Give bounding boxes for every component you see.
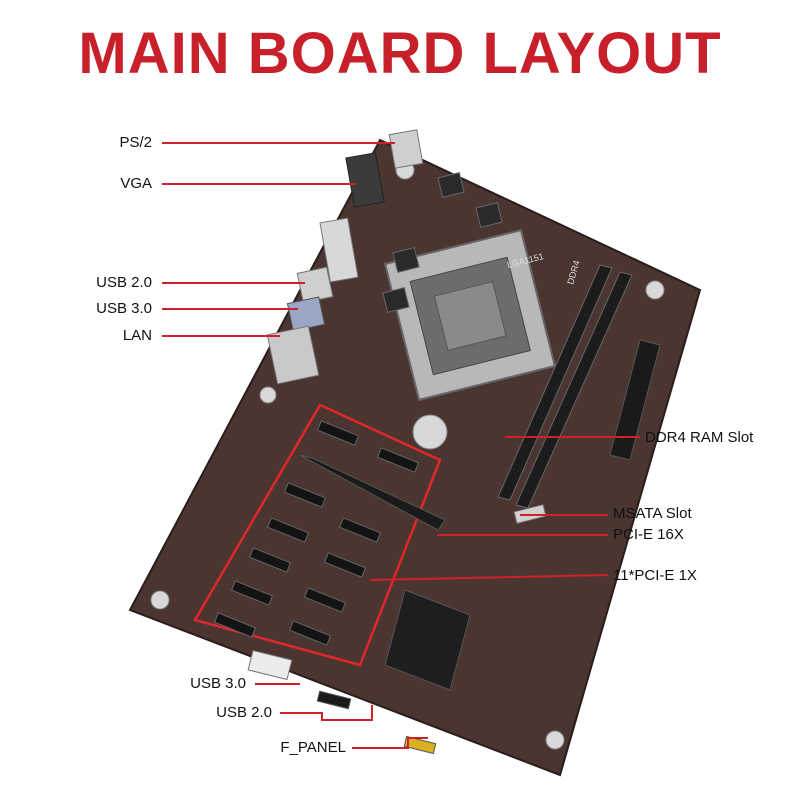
vga-port [345, 152, 385, 208]
f-panel-header [403, 735, 437, 755]
lan-port [266, 325, 320, 385]
diagram-title: MAIN BOARD LAYOUT [78, 21, 722, 86]
label-ddr4: DDR4 RAM Slot [645, 429, 754, 446]
mounting-hole [259, 386, 277, 404]
pcie-1x-slot [316, 420, 360, 446]
pcie-16x-slot [299, 454, 446, 531]
label-usb20-header: USB 2.0 [216, 704, 272, 721]
vrm-choke [437, 172, 465, 198]
motherboard-pcb [128, 138, 702, 777]
callout-line-pcie1 [369, 574, 609, 581]
usb30-rear-port [286, 296, 326, 332]
atx-power-connector [609, 339, 661, 461]
cpu-socket-center [433, 280, 507, 352]
mounting-hole [150, 590, 170, 610]
pcie-1x-slot [323, 552, 367, 578]
pcie-1x-slot [303, 587, 347, 613]
label-usb30-rear: USB 3.0 [96, 300, 152, 317]
label-usb20-rear: USB 2.0 [96, 274, 152, 291]
pcie-region-highlight [193, 403, 442, 667]
mounting-hole [645, 280, 665, 300]
usb30-front-header [247, 649, 293, 681]
pcie-1x-slot [230, 580, 274, 606]
ps2-port [388, 129, 424, 169]
label-ps2: PS/2 [119, 134, 152, 151]
pcie-1x-slot [288, 620, 332, 646]
label-usb30-header: USB 3.0 [190, 675, 246, 692]
ddr4-slot-1 [497, 264, 613, 501]
dvi-port [319, 217, 359, 283]
label-vga: VGA [120, 175, 152, 192]
label-lan: LAN [122, 327, 152, 344]
callout-line-usb20-header [280, 705, 373, 721]
pcie-1x-slot [283, 482, 327, 508]
pcie-1x-slot [338, 517, 382, 543]
chipset-heatsink [384, 589, 471, 691]
callout-line-f-panel [352, 737, 428, 749]
pcie-1x-slot [248, 547, 292, 573]
pcie-1x-slot [213, 612, 257, 638]
label-pcie1: 11*PCI-E 1X [613, 567, 697, 584]
vrm-choke [475, 202, 503, 228]
cmos-battery [412, 414, 448, 450]
pcie-1x-slot [266, 517, 310, 543]
label-pcie16: PCI-E 16X [613, 526, 684, 543]
label-f-panel: F_PANEL [280, 739, 346, 756]
label-msata: MSATA Slot [613, 505, 692, 522]
usb20-front-header [316, 690, 352, 710]
mounting-hole [545, 730, 565, 750]
vrm-choke [392, 247, 420, 273]
vrm-choke [382, 287, 410, 313]
pcie-1x-slot [376, 447, 420, 473]
